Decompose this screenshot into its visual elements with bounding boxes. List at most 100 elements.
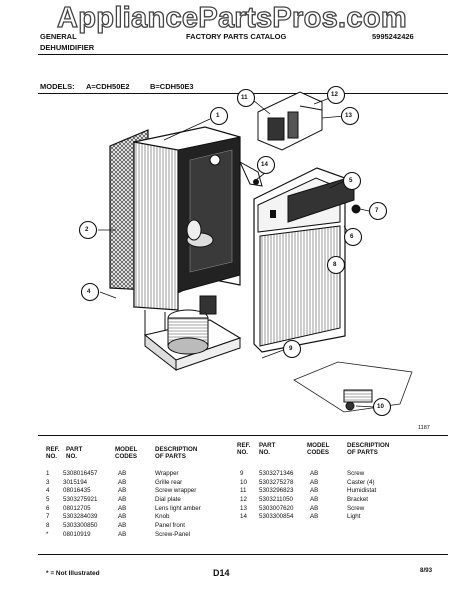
callout-8: 8 [333,261,337,268]
table-cell: 8 [46,522,50,530]
header-model-2: MODEL [307,442,330,449]
caster-inset [293,361,413,413]
table-cell: Screw [347,504,365,512]
callout-circles [78,85,392,417]
header-partno-2: NO. [259,449,271,456]
header-ofparts-2: OF PARTS [347,449,378,456]
left-code-column: AB AB AB AB AB AB AB AB [118,471,126,541]
table-cell: 08010919 [63,530,91,538]
table-cell: 5303275921 [63,496,98,504]
table-cell: Panel front [155,522,185,530]
table-cell: AB [118,522,127,530]
models-label: MODELS: [40,82,75,91]
header-model-1: MODEL [115,446,138,453]
table-cell: Knob [155,513,170,521]
left-ref-column: 1 3 4 5 6 7 8 * [46,471,49,541]
callout-1: 1 [216,112,220,119]
table-cell: AB [118,504,127,512]
table-cell: 5303300854 [259,513,294,521]
left-part-column: 5308016457 3015194 08016435 5303275921 0… [63,471,97,541]
table-cell: 5303211050 [259,496,293,504]
model-a: A=CDH50E2 [86,82,130,91]
table-cell: AB [118,470,127,477]
table-cell: AB [310,504,319,512]
right-part-column: 5303271346 5303275278 5303296823 5303211… [259,471,293,523]
table-cell: 3 [46,478,50,486]
page-number: D14 [213,568,230,578]
header-no-2: NO. [237,449,249,456]
right-ref-column: 9 10 11 12 13 14 [240,471,247,523]
not-illustrated-note: * = Not Illustrated [46,570,100,577]
table-cell: Dial plate [155,496,181,504]
diagram-code: 1187 [418,425,430,431]
table-cell: 5308016457 [63,470,98,477]
table-cell: * [46,530,49,538]
catalog-title: FACTORY PARTS CATALOG [186,32,287,41]
table-cell: 11 [240,487,247,495]
header-no-1: NO. [46,453,58,460]
callout-4: 4 [87,288,91,295]
model-b: B=CDH50E3 [150,82,194,91]
table-cell: AB [118,487,127,495]
watermark-text: AppliancePartsPros.com [56,1,407,34]
footer-rule [38,554,448,555]
callout-14: 14 [261,161,268,168]
header-part-2: PART [259,442,276,449]
front-panel [253,167,355,353]
left-desc-column: Wrapper Grille rear Screw wrapper Dial p… [155,471,201,541]
table-cell: AB [118,496,127,504]
table-cell: Bracket [347,496,368,504]
base-compressor [143,295,242,372]
header-desc-2: DESCRIPTION [347,442,390,449]
table-cell: Screw [347,470,365,477]
revision-date: 8/93 [420,567,433,574]
table-top-rule [38,435,448,436]
table-cell: 12 [240,496,247,504]
table-cell: 9 [240,470,244,477]
table-cell: Humidistat [347,487,377,495]
table-cell: 7 [46,513,50,521]
header-partno-1: NO. [66,453,78,460]
table-cell: 10 [240,478,247,486]
right-code-column: AB AB AB AB AB AB [310,471,318,523]
table-cell: 13 [240,504,247,512]
header-ofparts-1: OF PARTS [155,453,186,460]
callout-11: 11 [241,94,248,101]
table-cell: 08016435 [63,487,91,495]
table-cell: 08012705 [63,504,91,512]
table-cell: AB [118,513,127,521]
table-cell: AB [310,487,319,495]
table-cell: Screw-Panel [155,530,191,538]
table-cell: 1 [46,470,50,477]
callout-7: 7 [375,207,379,214]
callout-9: 9 [289,345,293,352]
header-codes-2: CODES [307,449,330,456]
catalog-number: 5995242426 [372,32,414,41]
product-name: DEHUMIDIFIER [40,43,95,52]
knob [351,204,361,214]
callout-10: 10 [377,403,384,410]
header-ref-2: REF. [237,442,251,449]
table-cell: 14 [240,513,247,521]
table-cell: Screw wrapper [155,487,197,495]
header-part-1: PART [66,446,83,453]
header-ref-1: REF. [46,446,60,453]
brand-name: GENERAL [40,32,77,41]
table-cell: 5303271346 [259,470,294,477]
table-cell: 5303284039 [63,513,98,521]
table-cell: 5303300850 [63,522,98,530]
table-cell: Lens light amber [155,504,201,512]
header-codes-1: CODES [115,453,138,460]
callout-13: 13 [345,112,352,119]
table-cell: 4 [46,487,50,495]
callout-5: 5 [349,177,353,184]
table-cell: Wrapper [155,470,179,477]
callout-6: 6 [350,233,354,240]
table-cell: 5 [46,496,50,504]
table-cell: 5303275278 [259,478,294,486]
table-cell: 5303296823 [259,487,294,495]
table-cell: AB [310,513,319,521]
table-cell: AB [310,470,319,477]
table-cell: AB [310,496,319,504]
